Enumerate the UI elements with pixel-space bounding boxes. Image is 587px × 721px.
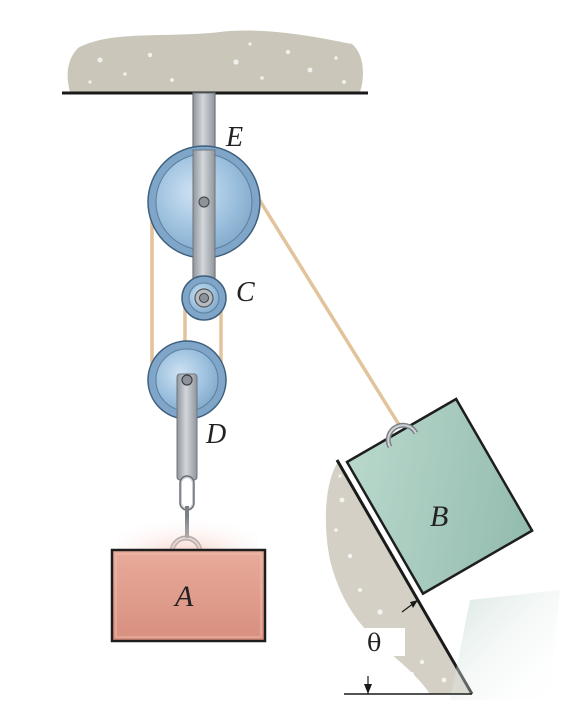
label-d: D xyxy=(205,419,226,450)
pulley-e xyxy=(147,145,261,301)
incline-surface-line xyxy=(335,459,474,695)
label-a: A xyxy=(173,580,194,613)
label-b: B xyxy=(430,500,448,533)
angle-indicator xyxy=(344,599,472,695)
label-e: E xyxy=(225,122,243,153)
ceiling xyxy=(62,30,368,95)
pulley-c xyxy=(181,275,227,321)
block-b xyxy=(345,397,560,700)
incline xyxy=(325,459,474,695)
label-theta: θ xyxy=(367,629,381,657)
pulley-d xyxy=(147,340,227,481)
label-c: C xyxy=(236,277,255,308)
block-a xyxy=(110,500,267,643)
